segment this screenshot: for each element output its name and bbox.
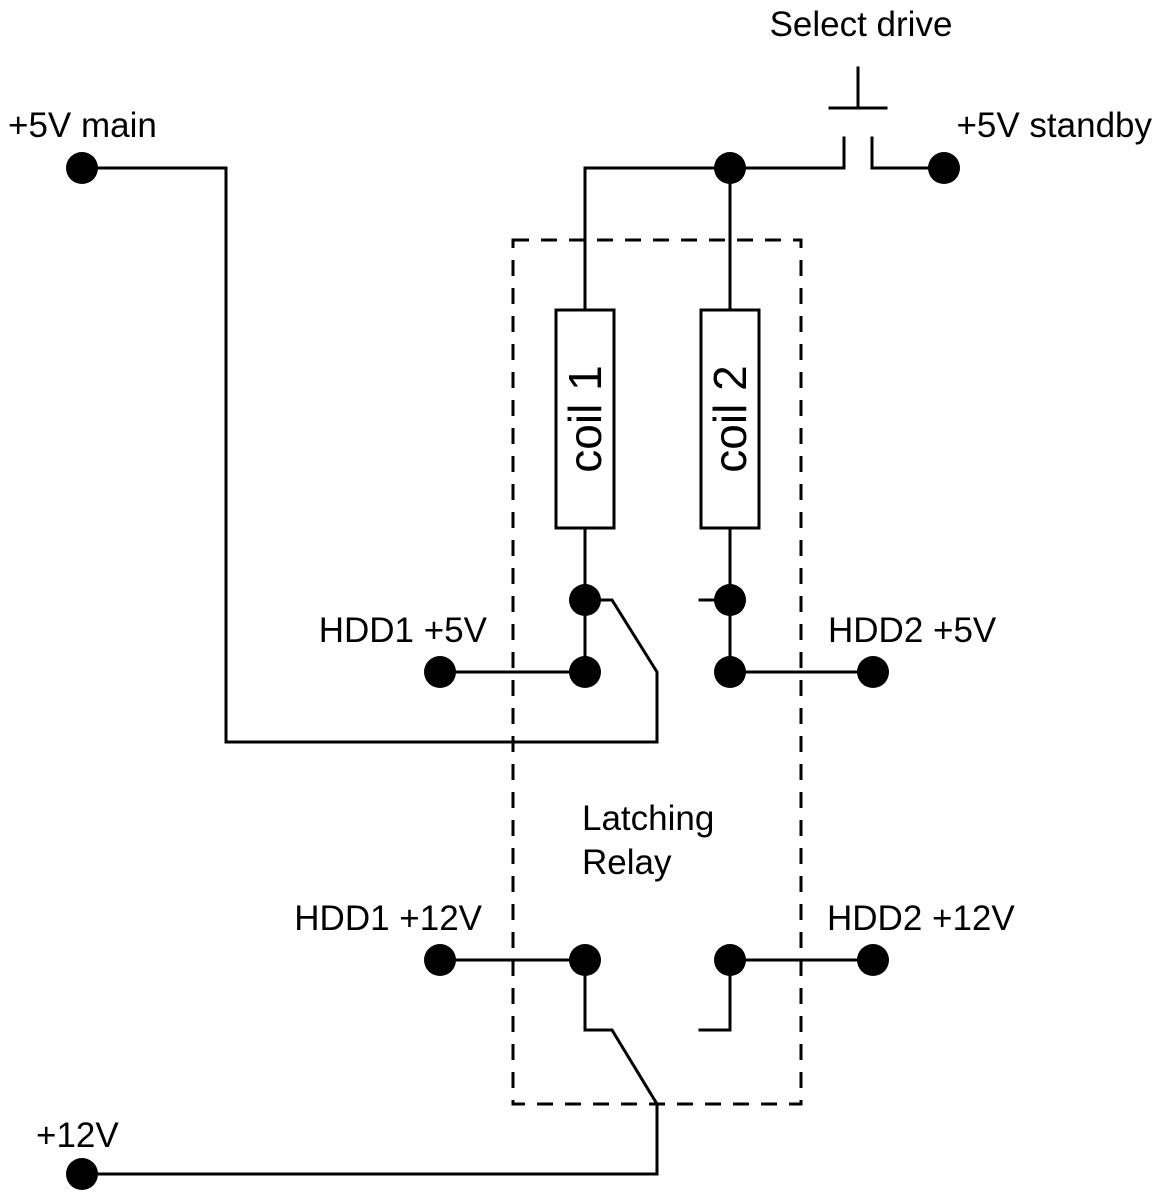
node-hdd2-12v [857,944,889,976]
twelve-volt-contacts [80,958,875,1176]
node-hdd2-5v [857,656,889,688]
node-hdd1-12v-contact [569,944,601,976]
node-5v-main [66,152,98,184]
five-volt-contacts [80,166,875,744]
connection-nodes [66,152,960,1190]
hdd1-5v-label: HDD1 +5V [319,611,488,650]
coil-2-label: coil 2 [704,365,756,472]
hdd2-12v-label: HDD2 +12V [827,899,1015,938]
node-relay-common-5v [569,584,601,616]
node-top-junction [714,152,746,184]
node-hdd2-12v-contact [714,944,746,976]
plus5v-main-label: +5V main [8,106,157,145]
coil-1: coil 1 [554,308,616,530]
hdd1-12v-label: HDD1 +12V [294,899,482,938]
coil-2: coil 2 [699,308,761,530]
select-drive-pushbutton [828,66,888,170]
labels: Select drive +5V main +5V standby HDD1 +… [8,5,1152,1155]
plus12v-label: +12V [36,1116,119,1155]
node-relay-aux-5v [714,584,746,616]
relay-label-line2: Relay [582,843,672,882]
relay-label-line1: Latching [582,799,714,838]
node-5v-standby [928,152,960,184]
select-drive-label: Select drive [770,5,953,44]
plus5v-standby-label: +5V standby [956,106,1152,145]
hdd2-5v-label: HDD2 +5V [828,611,997,650]
node-hdd2-5v-contact [714,656,746,688]
node-hdd1-5v [424,656,456,688]
node-hdd1-5v-contact [569,656,601,688]
node-hdd1-12v [424,944,456,976]
node-12v [66,1158,98,1190]
coil-1-label: coil 1 [559,365,611,472]
